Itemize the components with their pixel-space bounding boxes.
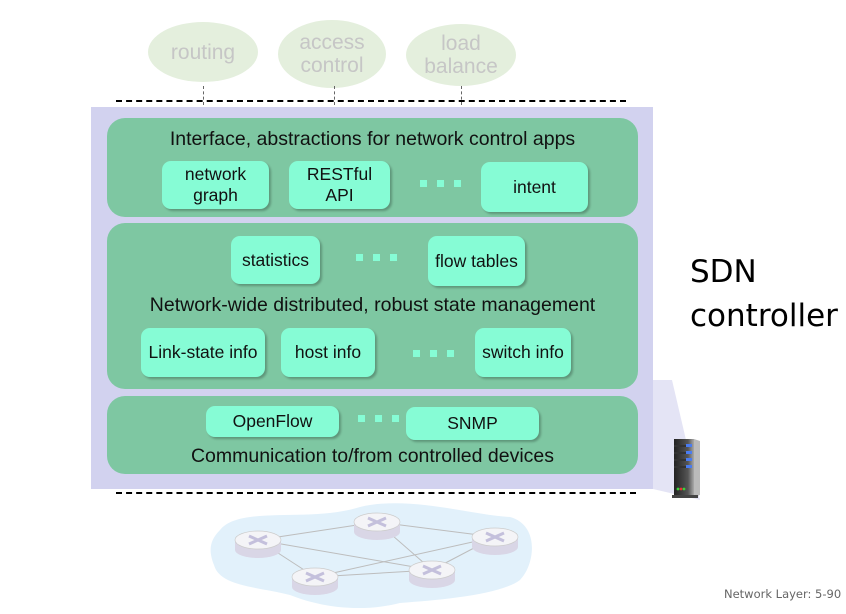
app-load-balance: load balance	[406, 24, 516, 86]
router-icon-5	[408, 560, 456, 588]
module-statistics: statistics	[231, 236, 320, 284]
app-access-control: access control	[278, 20, 386, 88]
module-restful-api: RESTful API	[289, 161, 390, 209]
router-icon-3	[471, 527, 519, 555]
sdn-label-line1: SDN	[690, 254, 757, 290]
northbound-layer: Interface, abstractions for network cont…	[107, 118, 638, 217]
slide-footer: Network Layer: 5-90	[724, 587, 842, 601]
ellipsis-state-bottom	[413, 350, 454, 357]
router-icon-4	[291, 567, 339, 595]
module-link-state-info: Link-state info	[141, 328, 265, 377]
app-routing: routing	[148, 22, 258, 82]
module-snmp: SNMP	[406, 407, 539, 440]
connector-routing	[203, 86, 204, 121]
module-network-graph: network graph	[162, 161, 269, 209]
module-intent: intent	[481, 162, 588, 212]
ellipsis-northbound	[420, 180, 461, 187]
southbound-title: Communication to/from controlled devices	[190, 445, 555, 467]
northbound-title: Interface, abstractions for network cont…	[169, 128, 576, 150]
app-load-balance-label: load balance	[424, 32, 498, 78]
app-access-control-label: access control	[299, 31, 365, 77]
southbound-layer: OpenFlow SNMP Communication to/from cont…	[107, 396, 638, 474]
app-routing-label: routing	[170, 40, 236, 64]
ellipsis-southbound	[358, 415, 399, 422]
network-graph-icon	[210, 503, 532, 609]
server-icon	[672, 439, 700, 498]
connector-load-balance	[461, 86, 462, 121]
southbound-boundary	[116, 492, 636, 494]
module-openflow: OpenFlow	[206, 406, 339, 437]
sdn-controller-label: SDN controller	[690, 250, 838, 338]
state-management-title: Network-wide distributed, robust state m…	[149, 294, 596, 316]
controller-panel: Interface, abstractions for network cont…	[91, 107, 653, 489]
module-switch-info: switch info	[475, 328, 571, 377]
sdn-label-line2: controller	[690, 298, 838, 334]
connector-access-control	[334, 86, 335, 121]
module-host-info: host info	[281, 328, 375, 377]
state-management-layer: statistics flow tables Network-wide dist…	[107, 223, 638, 389]
northbound-boundary	[116, 100, 626, 102]
ellipsis-state-top	[356, 254, 397, 261]
router-icon-1	[234, 530, 282, 558]
router-icon-2	[353, 512, 401, 540]
module-flow-tables: flow tables	[428, 236, 525, 286]
